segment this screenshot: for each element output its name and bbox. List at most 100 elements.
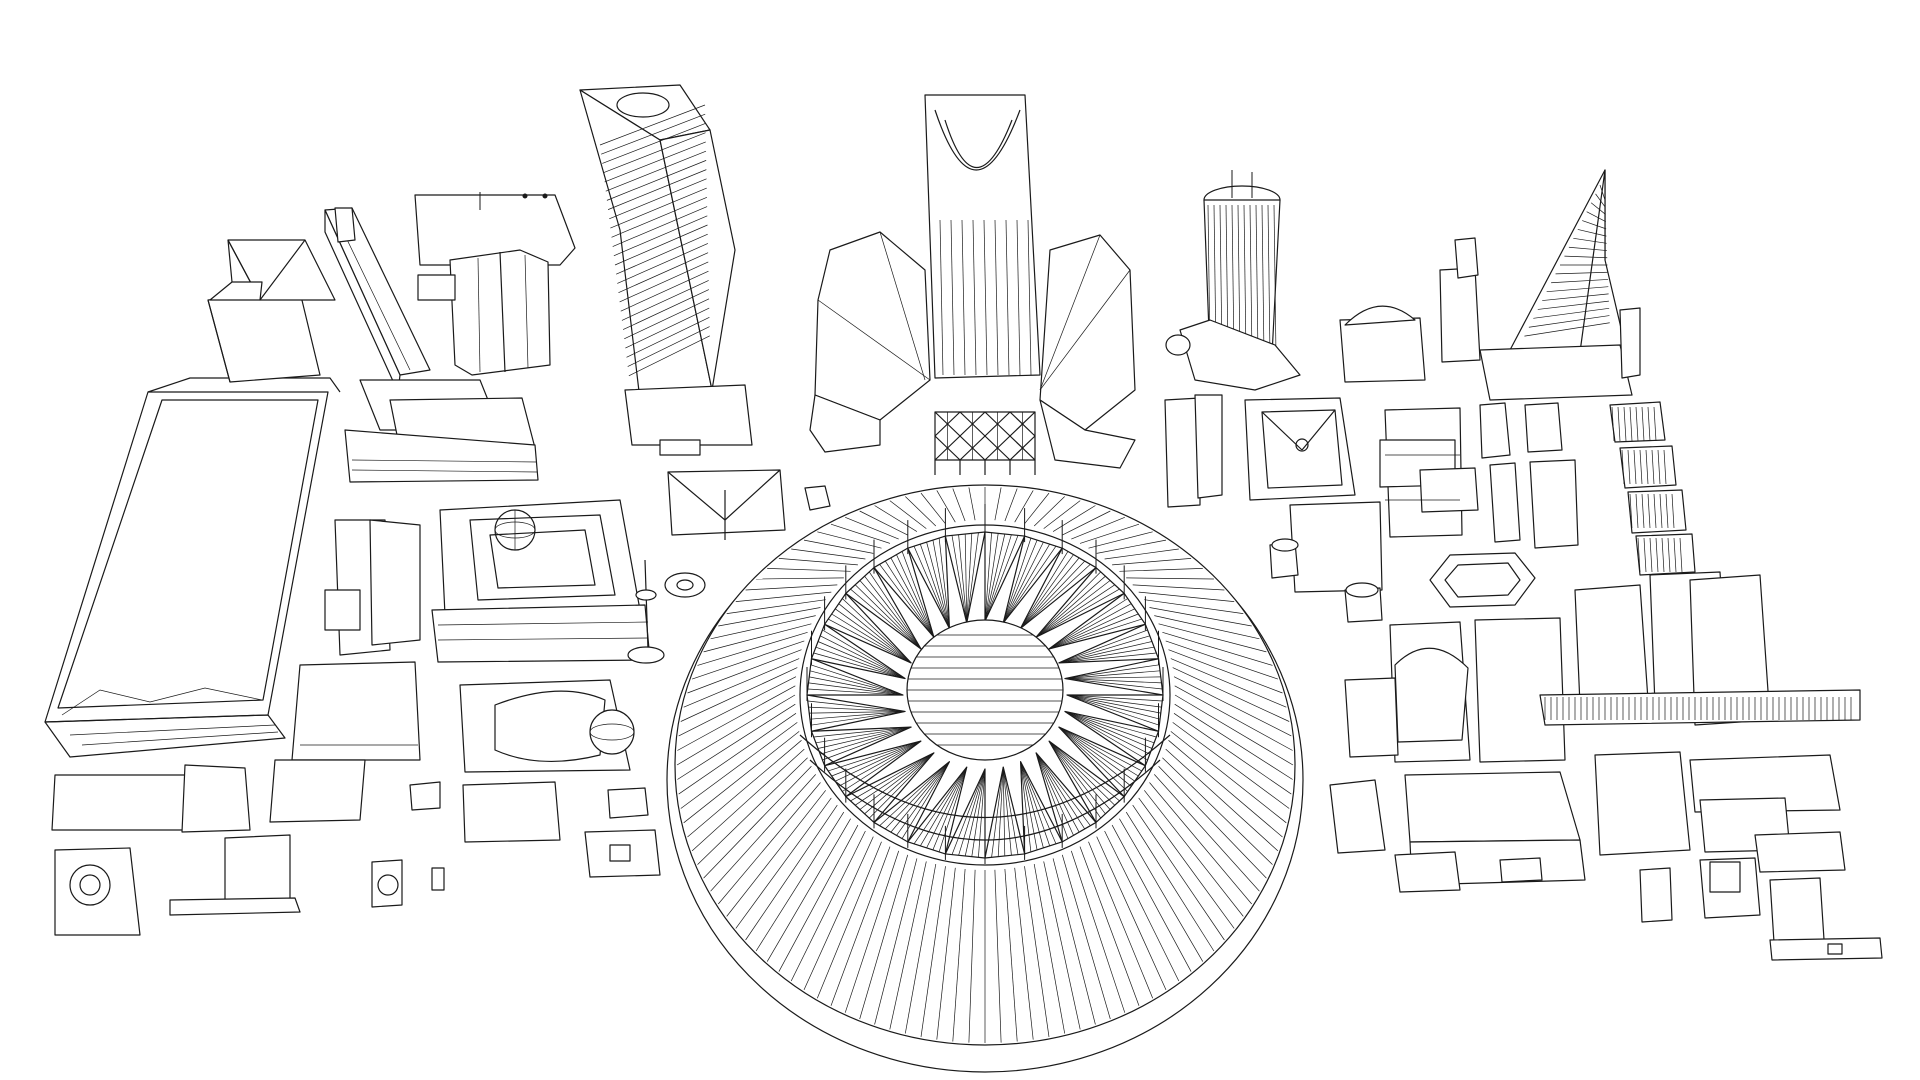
- stadium-segment: [1154, 774, 1260, 892]
- stadium-roof-rib: [1048, 618, 1142, 650]
- cylinder-line: [1261, 204, 1265, 356]
- arch-facade-line: [939, 219, 944, 376]
- stadium-segment: [920, 492, 946, 525]
- stadium-segment: [874, 505, 918, 532]
- stadium-segment: [936, 867, 956, 1040]
- stadium-roof-rib: [850, 588, 922, 650]
- twist-line: [601, 113, 706, 155]
- stadium-roof-rib: [1058, 652, 1157, 664]
- spire-line: [1528, 315, 1610, 328]
- drum-rib: [1611, 406, 1615, 442]
- stadium-roof-rib: [913, 766, 968, 845]
- stadium-roof-rib: [1058, 726, 1139, 777]
- stadium-roof-rib: [1002, 767, 1012, 856]
- domed-cluster: [1339, 237, 1481, 383]
- drum-rib: [1629, 493, 1633, 529]
- stadium-roof-rib: [971, 768, 986, 857]
- stadium-segment: [756, 577, 844, 580]
- hexagon-courtyard: [1429, 552, 1536, 608]
- stadium-segment: [1132, 584, 1225, 591]
- twist-line: [612, 206, 708, 247]
- stadium-segment: [1174, 694, 1294, 766]
- stadium-roof-rib: [1048, 598, 1128, 650]
- stadium-roof-rib: [828, 740, 922, 772]
- stadium-segment: [735, 591, 832, 602]
- stadium-roof-rib: [1066, 694, 1163, 702]
- twist-line: [619, 261, 709, 303]
- stadium-roof-rib: [864, 752, 935, 815]
- twist-line: [622, 289, 709, 330]
- stadium-roof-rib: [810, 664, 904, 696]
- stadium-segment: [676, 694, 796, 766]
- stadium-roof-rib: [1064, 711, 1148, 761]
- spire-line: [1537, 300, 1609, 310]
- stadium-segment: [1070, 850, 1126, 1013]
- spire-line: [1573, 237, 1607, 244]
- stadium-segment: [703, 765, 812, 879]
- stadium-roof-rib: [951, 768, 986, 855]
- stadium-segment: [710, 615, 816, 640]
- stadium-roof-rib: [809, 711, 906, 714]
- stadium-roof-rib: [809, 670, 904, 696]
- stadium-roof-rib: [817, 641, 906, 679]
- stadium-roof-rib: [1002, 543, 1051, 624]
- stadium-segment: [691, 748, 805, 852]
- stadium-roof-rib: [1020, 761, 1057, 845]
- twist-line: [617, 243, 709, 284]
- stadium-segment: [1096, 539, 1167, 554]
- stadium-roof-rib: [822, 629, 906, 679]
- small-cube: [804, 485, 831, 511]
- stadium-roof-rib: [997, 767, 1004, 857]
- stadium-segment: [904, 863, 937, 1034]
- stadium-roof-rib: [1058, 635, 1150, 664]
- stadium-segment: [1043, 861, 1081, 1030]
- twist-line: [614, 224, 708, 266]
- stadium-segment: [968, 487, 976, 521]
- drum-rib: [1657, 449, 1661, 485]
- cylinder-line: [1243, 204, 1247, 356]
- drum-rib: [1667, 537, 1671, 573]
- spire-facade-lines: [1524, 184, 1610, 337]
- stadium-segment: [718, 782, 821, 905]
- stadium-roof-rib: [822, 726, 912, 761]
- stadium-roof-rib: [1002, 537, 1032, 624]
- twist-line: [621, 280, 709, 321]
- stadium-roof-rib: [1020, 761, 1032, 852]
- stadium-roof-rib: [831, 613, 912, 664]
- stadium-roof-rib: [1048, 740, 1101, 819]
- cylinder-line: [1249, 204, 1253, 356]
- bottom-right-blocks: [1639, 831, 1883, 961]
- stadium-roof-rib: [809, 676, 904, 696]
- drum-rib: [1635, 406, 1639, 442]
- stadium-segment: [830, 846, 891, 1006]
- cross-building: [1379, 407, 1479, 538]
- stadium-roof-rib: [1066, 694, 1161, 714]
- stadium-roof-rib: [838, 603, 912, 664]
- drum-rib: [1633, 449, 1637, 485]
- stadium-roof-rib: [1064, 670, 1161, 679]
- stadium-roof-rib: [1048, 740, 1120, 802]
- drum-rib: [1623, 406, 1627, 442]
- stadium-roof-rib: [984, 534, 1012, 622]
- drum-rib: [1647, 493, 1651, 529]
- stadium-segment: [767, 568, 851, 572]
- twist-line: [613, 215, 708, 257]
- stadium-segment: [735, 797, 832, 929]
- arch-facade-line: [1016, 219, 1021, 376]
- twist-line: [625, 307, 710, 349]
- truss-lines: [934, 411, 1036, 475]
- stadium-segment: [678, 713, 797, 795]
- stadium-segment: [726, 599, 826, 614]
- stadium-roof-rib: [1048, 603, 1132, 650]
- stadium-roof-rib: [978, 768, 986, 858]
- twist-line: [604, 141, 706, 183]
- stadium-roof-rib: [896, 554, 935, 638]
- stadium-roof-rib: [1058, 726, 1142, 772]
- stadium-roof-rib: [838, 740, 922, 787]
- drum-rib: [1635, 493, 1639, 529]
- drum-rib: [1641, 493, 1645, 529]
- drum-rib: [1639, 449, 1643, 485]
- stadium-roof-rib: [850, 752, 935, 802]
- stadium-roof-rib: [966, 532, 979, 623]
- stadium-segment: [1079, 846, 1140, 1006]
